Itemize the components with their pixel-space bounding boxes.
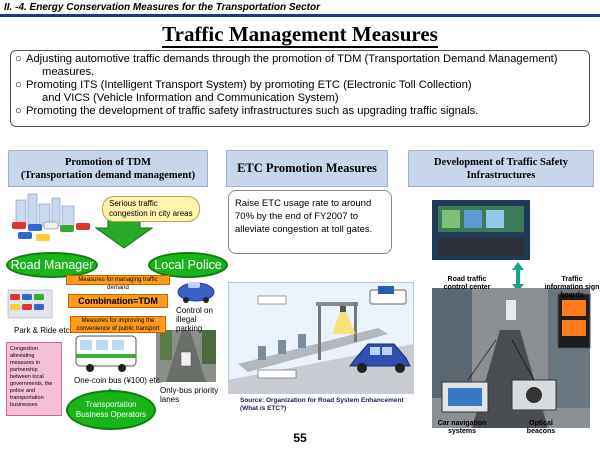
- etc-car-icon: [349, 343, 411, 373]
- control-center-label: Road traffic control center: [443, 276, 491, 291]
- etc-gate-illustration: [228, 282, 414, 394]
- etc-source-note: Source: Organization for Road System Enh…: [240, 397, 404, 412]
- etc-column-header: ETC Promotion Measures: [226, 150, 388, 187]
- page-title: Traffic Management Measures: [162, 22, 438, 48]
- road-manager-oval: Road Manager: [6, 252, 98, 278]
- local-police-oval: Local Police: [148, 252, 228, 278]
- car-nav-label: Car navigation systems: [437, 420, 487, 435]
- operators-oval: Transportation Business Operators: [66, 390, 156, 430]
- congested-cars-icon: [12, 221, 90, 241]
- etc-card-device-icon: [369, 286, 407, 305]
- summary-item-tdm: Adjusting automotive traffic demands thr…: [15, 53, 585, 66]
- safety-photos: [432, 200, 591, 428]
- congestion-note: Serious traffic congestion in city areas: [102, 196, 200, 222]
- safety-column-header: Development of Traffic Safety Infrastruc…: [408, 150, 594, 187]
- one-coin-bus-label: One-coin bus (¥100) etc.: [74, 376, 163, 385]
- cooperation-note: Congestion alleviating measures in partn…: [6, 342, 62, 416]
- info-boards-label: Traffic information sign boards: [544, 276, 600, 299]
- police-car-icon: [177, 282, 215, 303]
- optical-beacon-photo: [511, 379, 557, 411]
- optical-beacons-label: Optical beacons: [526, 420, 556, 435]
- car-nav-photo: [441, 381, 489, 413]
- combination-tdm-box: Combination=TDM: [68, 294, 168, 308]
- control-center-photo: [432, 200, 530, 260]
- etc-target-text: Raise ETC usage rate to around 70% by th…: [228, 190, 392, 254]
- demand-measures-box: Measures for managing traffic demand: [66, 275, 170, 291]
- bus-icon: [75, 335, 137, 372]
- city-skyline-icon: [15, 193, 75, 227]
- etc-antenna-icon: [340, 306, 346, 312]
- summary-item-tdm-cont: measures.: [42, 66, 95, 78]
- park-and-ride-icon: [7, 289, 53, 319]
- header-rule: [0, 14, 600, 17]
- tdm-column-header: Promotion of TDM (Transportation demand …: [8, 150, 208, 187]
- summary-item-safety: Promoting the development of traffic saf…: [15, 105, 585, 118]
- page-number: 55: [293, 431, 307, 445]
- park-ride-label: Park & Ride etc.: [14, 326, 72, 335]
- illegal-parking-label: Control on illegal parking: [176, 306, 213, 333]
- double-arrow-icon: [512, 262, 524, 292]
- bus-lane-photo: [156, 330, 216, 382]
- summary-item-its: Promoting ITS (Intelligent Transport Sys…: [15, 79, 585, 92]
- section-tag: II. -4. Energy Conservation Measures for…: [4, 2, 321, 13]
- summary-box: Adjusting automotive traffic demands thr…: [10, 50, 590, 127]
- bus-lanes-label: Only-bus priority lanes: [160, 386, 219, 404]
- transit-measures-box: Measures for improving the convenience o…: [70, 316, 166, 333]
- summary-item-its-cont: and VICS (Vehicle Information and Commun…: [42, 92, 339, 104]
- info-board-icon: [557, 293, 591, 349]
